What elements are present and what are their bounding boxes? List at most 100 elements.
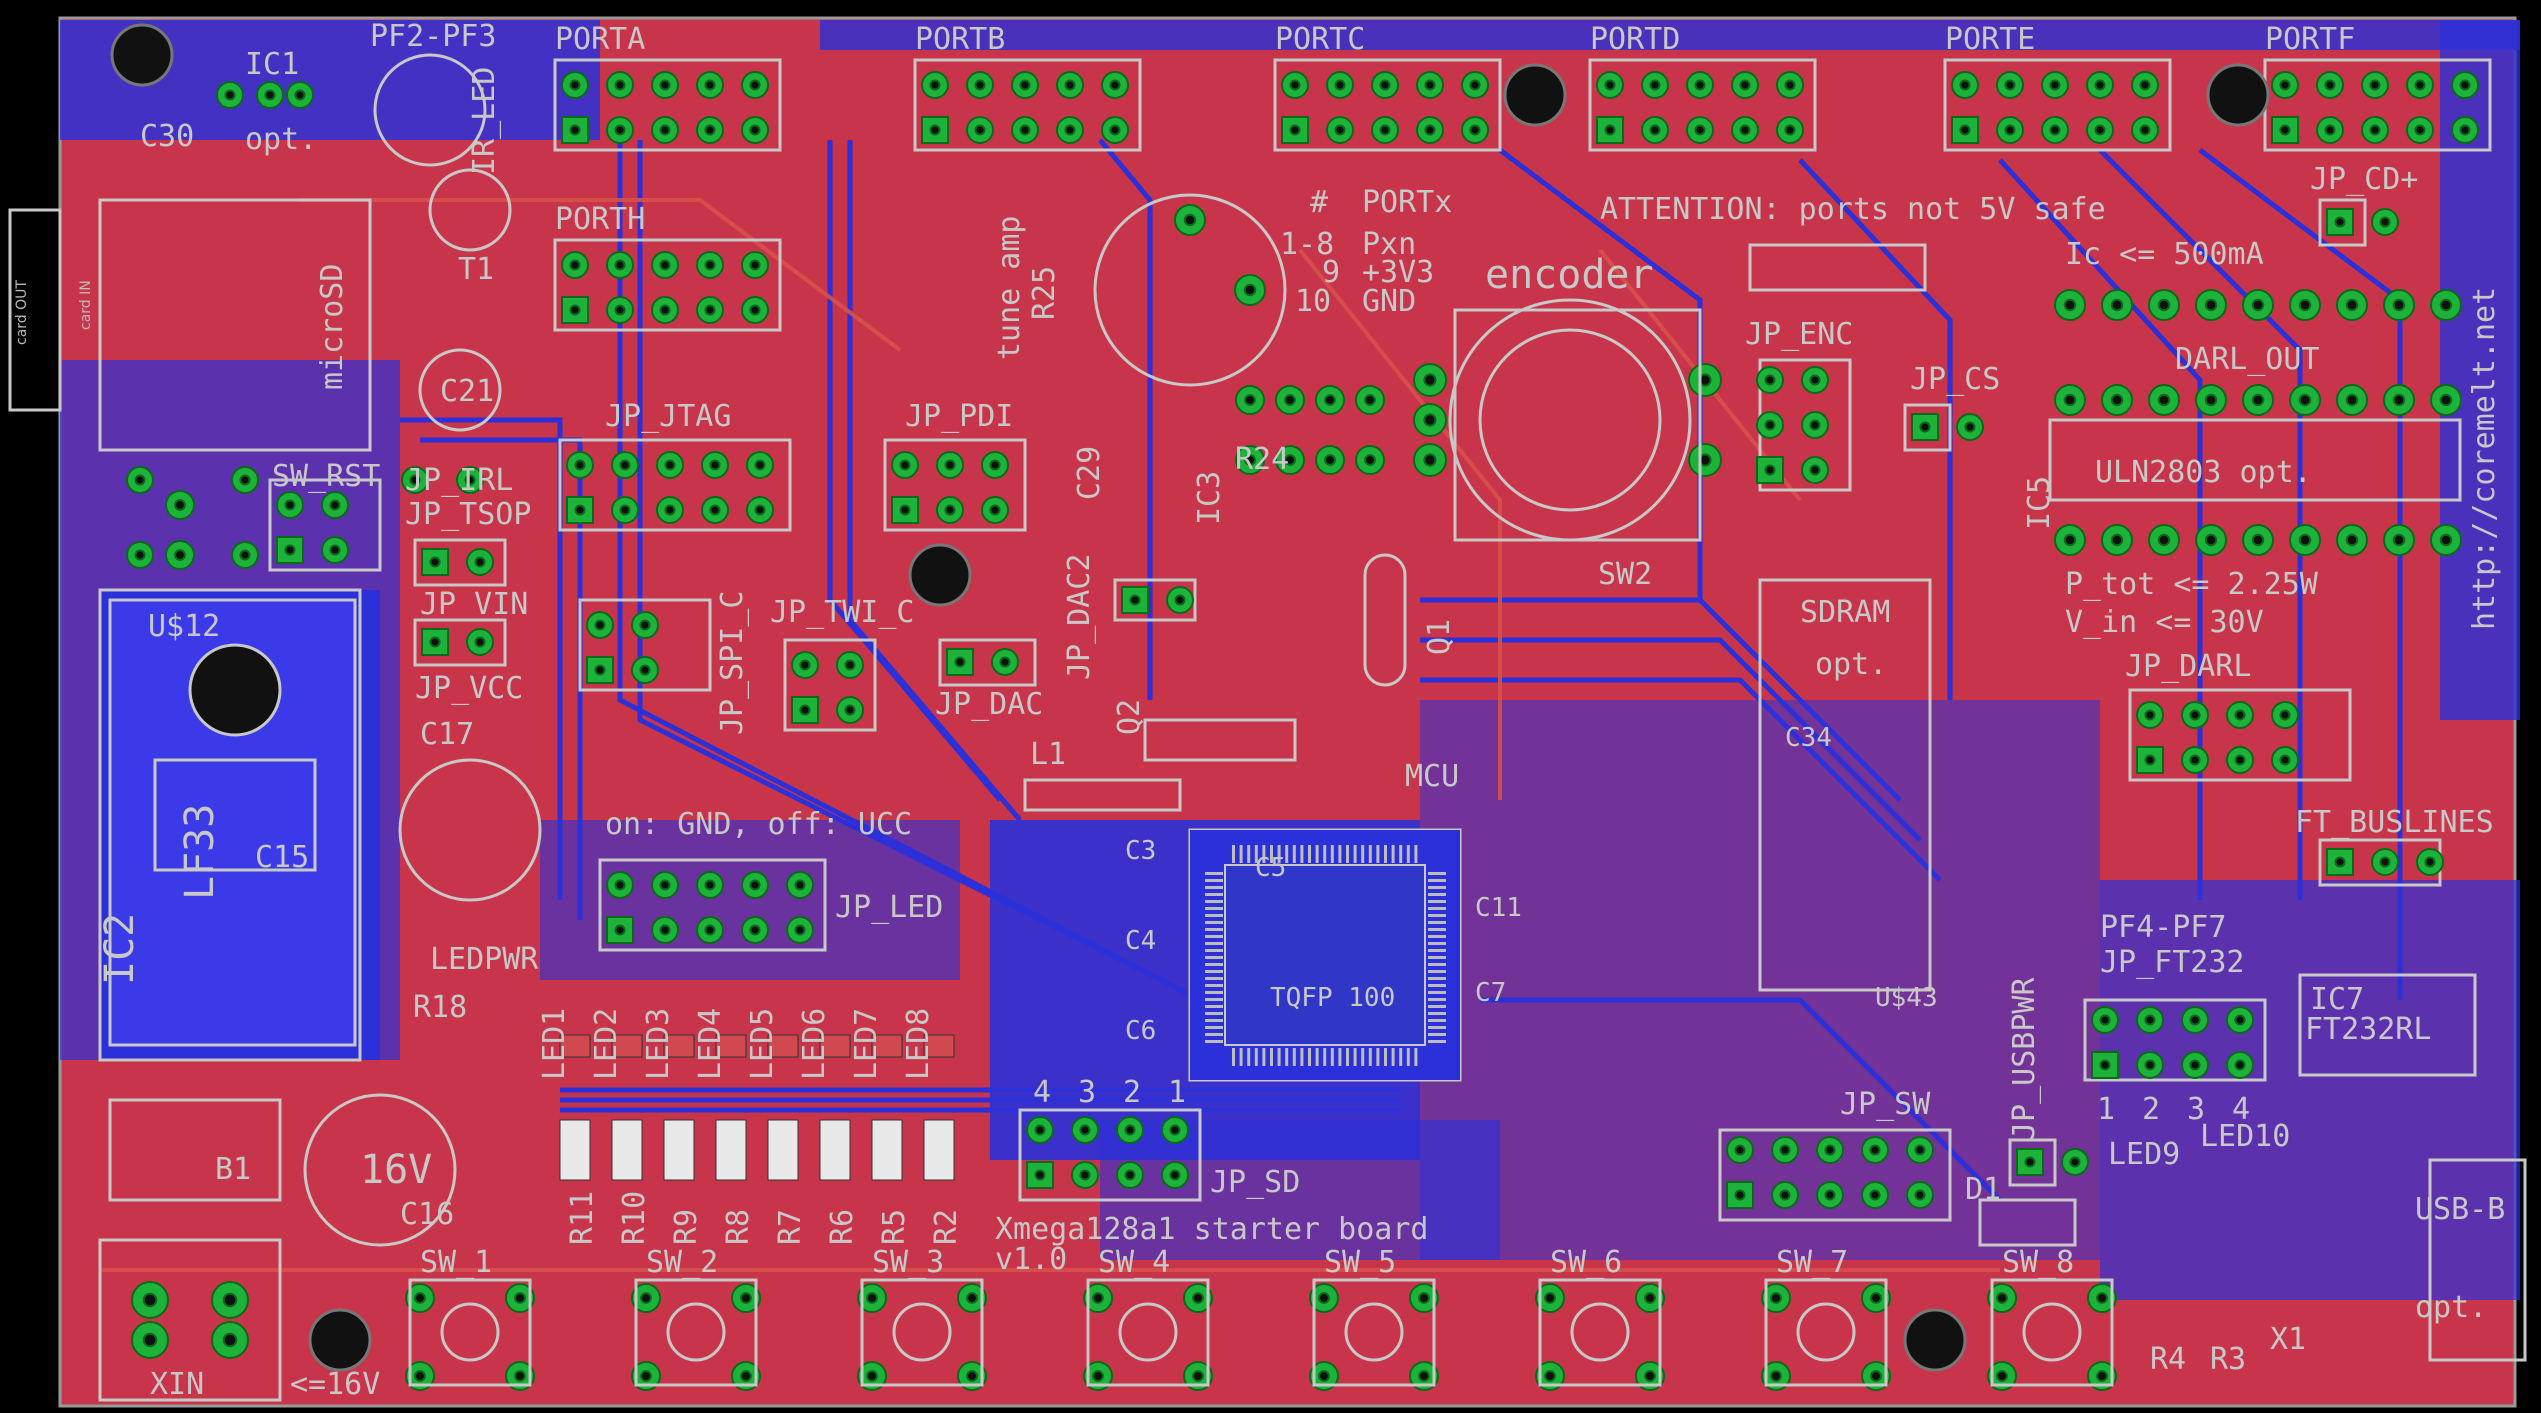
drill-hole [2369,124,2381,136]
drill-hole [1418,1370,1430,1382]
drill-hole [640,1370,652,1382]
smd-pad [715,1034,747,1058]
drill-hole [1079,1169,1091,1181]
drill-hole [704,304,716,316]
mcu-pin [1428,970,1446,973]
drill-hole [1784,124,1796,136]
drill-hole [1109,124,1121,136]
drill-hole [1544,1370,1556,1382]
drill-hole [2110,393,2124,407]
mcu-pin [1205,886,1223,889]
drill-hole [749,304,761,316]
mcu-pin [1205,991,1223,994]
drill-hole [704,79,716,91]
drill-hole [222,1332,238,1348]
drill-hole [1469,79,1481,91]
label-portf: PORTF [2265,22,2356,57]
mcu-pin [1384,845,1387,863]
drill-hole [2049,79,2061,91]
label-led-8: LED8 [901,1007,936,1080]
label-resistor-r7: R7 [773,1208,808,1245]
drill-hole [1739,124,1751,136]
smd-pad [767,1034,799,1058]
switch-actuator [2022,1302,2082,1362]
drill-hole [899,459,911,471]
drill-hole [1734,1189,1746,1201]
drill-hole [174,549,186,561]
drill-hole [754,504,766,516]
mcu-pin [1205,1019,1223,1022]
mcu-pin [1262,845,1266,863]
mcu-pin [1205,872,1223,875]
switch-outline [634,1278,758,1387]
label-opt3: opt. [2415,1290,2488,1325]
label-ledpwr: LEDPWR [430,942,539,977]
mcu-pin [1285,845,1289,863]
mcu-pin [1247,845,1251,863]
label-board-name: Xmega128a1 starter board [995,1212,1429,1247]
label-jp-cd: JP_CD+ [2310,162,2419,197]
switch-outline [408,1278,532,1387]
label-ft-pin-3: 3 [2187,1092,2206,1127]
pad [946,648,974,676]
label-sd-pin-4: 4 [1033,1075,1052,1110]
drill-hole [1734,1144,1746,1156]
drill-hole [2139,124,2151,136]
drill-hole [1870,1370,1882,1382]
drill-hole [2251,298,2265,312]
drill-hole [134,474,146,486]
drill-hole [1784,79,1796,91]
mcu-pin [1428,914,1446,917]
drill-hole [966,1292,978,1304]
drill-hole [2324,79,2336,91]
drill-hole [2345,533,2359,547]
mcu-pin [1205,956,1223,959]
smd-pad [559,1034,591,1058]
label-c29: C29 [1072,445,1107,500]
drill-hole [429,556,441,568]
drill-hole [989,504,1001,516]
drill-hole [329,544,341,556]
drill-hole [749,79,761,91]
label-c4: C4 [1125,926,1157,956]
mcu-pin [1428,928,1446,931]
label-l1: L1 [1030,737,1067,772]
drill-hole [1644,1370,1656,1382]
drill-hole [1174,594,1186,606]
label-ic7: IC7 [2310,982,2365,1017]
smd-pad [715,1119,747,1181]
drill-hole [1379,79,1391,91]
drill-hole [1318,1292,1330,1304]
switch-outline [860,1278,984,1387]
drill-hole [740,1370,752,1382]
label-q1: Q1 [1422,618,1457,655]
label-r3: R3 [2210,1342,2247,1377]
label-sw-6: SW_6 [1550,1245,1623,1280]
mcu-pin [1205,1005,1223,1008]
drill-hole [799,704,811,716]
label-led-3: LED3 [641,1007,676,1080]
drill-hole [2096,1370,2108,1382]
label-c6: C6 [1125,1016,1157,1046]
drill-hole [614,259,626,271]
mcu-pin [1428,886,1446,889]
drill-hole [1996,1370,2008,1382]
drill-hole [594,664,606,676]
drill-hole [614,879,626,891]
label-c17: C17 [420,717,475,752]
drill-hole [2063,298,2077,312]
drill-hole [1770,1292,1782,1304]
mcu-pin [1338,845,1342,863]
label-sw2: SW2 [1598,557,1653,592]
label-led-5: LED5 [745,1007,780,1080]
drill-hole [2024,1156,2036,1168]
drill-hole [2063,533,2077,547]
mcu-pin [1277,1048,1281,1066]
drill-hole [2334,856,2346,868]
drill-hole [866,1370,878,1382]
mcu-pin [1205,928,1223,931]
drill-hole [664,459,676,471]
mcu-pin [1428,1033,1446,1036]
drill-hole [2099,1014,2111,1026]
label-ir-led: IR_LED [467,66,502,175]
